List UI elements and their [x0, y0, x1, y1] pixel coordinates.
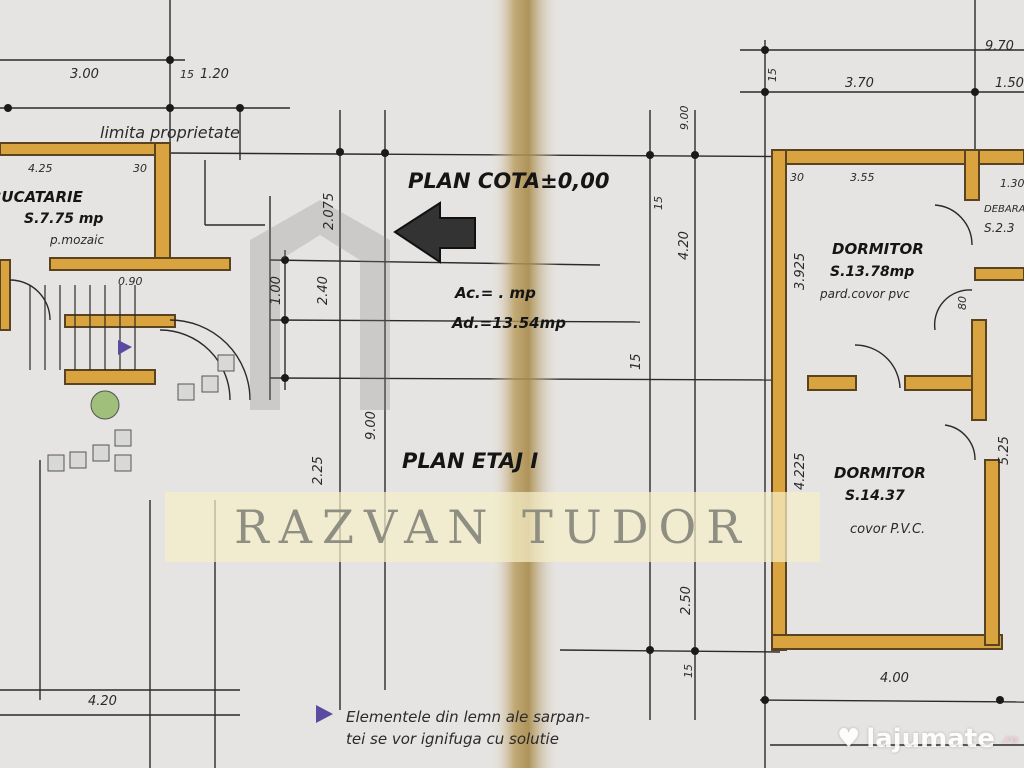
note-line: tei se vor ignifuga cu solutie	[346, 730, 559, 748]
watermark-band	[165, 492, 820, 562]
room-floor: covor P.V.C.	[850, 522, 925, 537]
dimension-label: 9.00	[678, 106, 691, 131]
title-first-floor: PLAN ETAJ I	[402, 449, 538, 473]
dimension-label: 3.55	[850, 171, 875, 184]
dimension-label: 3.925	[793, 253, 808, 290]
dimension-label: 0.90	[118, 275, 143, 288]
brand-tld: .ro	[1000, 732, 1018, 746]
dimension-label: 1.00	[269, 276, 284, 305]
room-area: S.13.78mp	[830, 264, 914, 280]
plan-labels: PLAN COTA±0,00 PLAN ETAJ I limita propri…	[0, 123, 1024, 748]
note-line: Elementele din lemn ale sarpan-	[346, 708, 590, 726]
dimension-label: 80	[956, 296, 969, 310]
dimension-label: 15	[682, 664, 695, 678]
dimension-label: 2.50	[679, 586, 694, 615]
dimension-label: 3.70	[845, 76, 874, 91]
stairs	[29, 285, 136, 370]
dimension-label: 30	[133, 162, 147, 175]
lajumate-logo: ♥ lajumate .ro	[837, 724, 1018, 754]
dimension-label: 3.00	[70, 67, 99, 82]
area-ad: Ad.=13.54mp	[451, 314, 566, 332]
room-area: S.2.3	[984, 221, 1015, 235]
dimension-label: 15	[629, 353, 644, 370]
dimension-label: 1.30	[1000, 177, 1024, 190]
dimension-label: 4.20	[677, 231, 692, 260]
door-swings	[9, 204, 976, 461]
garden-pavers	[47, 354, 235, 472]
property-limit-label: limita proprietate	[100, 123, 240, 142]
agency-logo-watermark	[250, 200, 390, 410]
dimension-label: 15	[652, 196, 665, 210]
brand-name: lajumate	[866, 724, 995, 754]
dimension-label: 30	[790, 171, 804, 184]
room-floor: p.mozaic	[49, 233, 104, 247]
dimension-label: 4.20	[88, 694, 117, 709]
dimension-labels: 3.00 15 1.20 4.25 30 0.90 2.075 2.40 1.0…	[28, 39, 1024, 709]
room-area: S.14.37	[845, 488, 905, 504]
dimension-label: 4.00	[880, 671, 909, 686]
room-name: DORMITOR	[834, 464, 926, 482]
direction-arrow-icon	[393, 201, 476, 264]
dimension-label: 15	[180, 68, 194, 81]
brand-heart-icon: ♥	[836, 724, 861, 754]
marker-triangle-icon	[316, 705, 333, 723]
dimension-label: 5.25	[997, 436, 1012, 465]
dimension-label: 4.25	[28, 162, 53, 175]
dimension-label: 1.20	[200, 67, 229, 82]
dimension-label: 9.70	[985, 39, 1014, 54]
dimension-label: 2.25	[311, 456, 326, 485]
title-ground-plan: PLAN COTA±0,00	[408, 169, 610, 193]
marker-triangle-icon	[118, 340, 132, 355]
area-ac: Ac.= . mp	[454, 284, 536, 302]
paper-fold	[490, 0, 560, 768]
room-name: BUCATARIE	[0, 188, 84, 206]
dimension-label: 1.50	[995, 76, 1024, 91]
dimension-label: 15	[766, 68, 779, 82]
room-area: S.7.75 mp	[24, 211, 103, 227]
dimension-label: 9.00	[364, 411, 379, 440]
room-name: DORMITOR	[832, 240, 924, 258]
dimension-label: 2.40	[316, 276, 331, 305]
room-name: DEBARA	[984, 204, 1024, 215]
room-floor: pard.covor pvc	[819, 287, 910, 301]
agent-name-watermark: RAZVAN TUDOR	[234, 500, 751, 554]
dimension-label: 4.225	[793, 453, 808, 490]
dimension-label: 2.075	[322, 193, 337, 230]
